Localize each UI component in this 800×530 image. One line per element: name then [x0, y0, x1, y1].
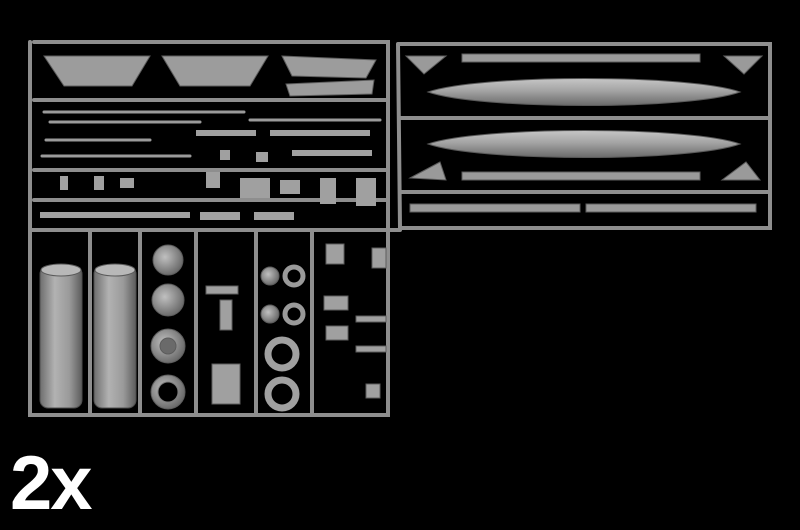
misc-parts	[205, 243, 387, 405]
sprue-frame-left	[28, 40, 402, 417]
sprue-frame-right	[396, 42, 772, 230]
tank-fins	[404, 53, 764, 213]
wing-panels	[43, 55, 377, 97]
small-parts-rows	[40, 110, 382, 158]
small-parts-pegs	[40, 130, 376, 220]
quantity-label: 2x	[10, 441, 93, 526]
turbine-fans	[150, 244, 186, 410]
wheels	[260, 264, 306, 412]
jet-nozzles	[39, 263, 137, 409]
drop-tanks	[426, 78, 742, 158]
